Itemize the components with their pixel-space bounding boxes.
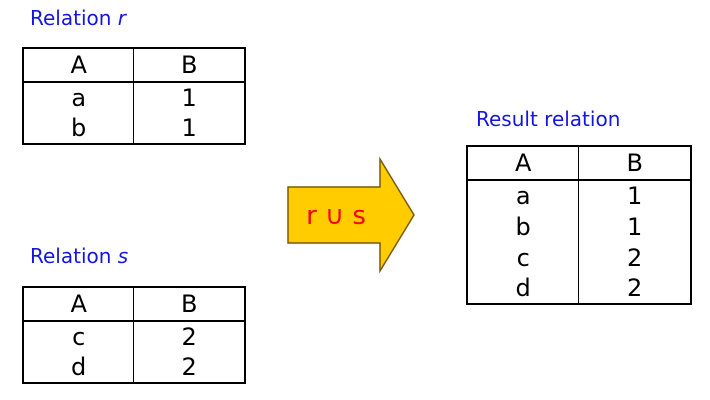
union-operation-label: r ∪ s [306, 201, 366, 231]
relation-s-caption: Relation s [30, 244, 128, 268]
relation-r-caption-var: r [117, 6, 127, 30]
table-row: a 1 [467, 180, 691, 211]
relation-s-table: A B c 2 d 2 [22, 286, 246, 384]
table-cell: a [23, 82, 135, 113]
table-cell: c [23, 321, 135, 352]
result-relation-caption: Result relation [476, 107, 621, 131]
relation-r-caption-prefix: Relation [30, 6, 118, 30]
table-cell: d [23, 352, 135, 383]
table-cell: b [23, 113, 135, 144]
table-row: c 2 [467, 242, 691, 273]
table-cell: 1 [181, 84, 197, 112]
table-row: d 2 [23, 352, 245, 383]
table-cell: 1 [181, 114, 197, 142]
table-row: b 1 [23, 113, 245, 144]
table-cell: b [467, 211, 580, 242]
table-cell: 2 [627, 274, 643, 302]
relation-r-table: A B a 1 b 1 [22, 47, 246, 145]
column-header: A [23, 48, 135, 83]
table-cell: 1 [627, 212, 643, 241]
table-row: c 2 [23, 321, 245, 352]
union-arrow-icon [287, 156, 415, 274]
table-cell: c [467, 242, 580, 273]
column-header: B [133, 287, 245, 322]
relation-s-caption-prefix: Relation [30, 244, 118, 268]
result-relation-table: A B a 1 b 1 c 2 d 2 [466, 145, 692, 305]
column-header: B [578, 146, 691, 181]
table-cell: 2 [181, 353, 197, 381]
column-header: A [467, 146, 580, 181]
table-cell: a [467, 180, 580, 211]
table-row: a 1 [23, 82, 245, 113]
relation-s-caption-var: s [117, 244, 129, 268]
table-cell: d [467, 273, 580, 304]
relation-r-caption: Relation r [30, 6, 126, 30]
table-cell: 2 [627, 243, 643, 272]
table-row: d 2 [467, 273, 691, 304]
table-row: b 1 [467, 211, 691, 242]
table-cell: 2 [181, 323, 197, 351]
table-cell: 1 [627, 182, 643, 210]
column-header: A [23, 287, 135, 322]
column-header: B [133, 48, 245, 83]
